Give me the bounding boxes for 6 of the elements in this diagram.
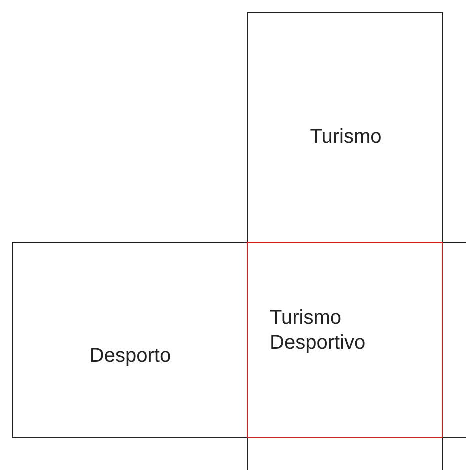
category-box (12, 242, 466, 438)
category-box (247, 12, 443, 470)
node-label: Turismo Desportivo (270, 306, 367, 356)
overlap-region (247, 242, 443, 438)
node-label: Desporto (88, 344, 172, 369)
node-label: Turismo (309, 125, 383, 150)
